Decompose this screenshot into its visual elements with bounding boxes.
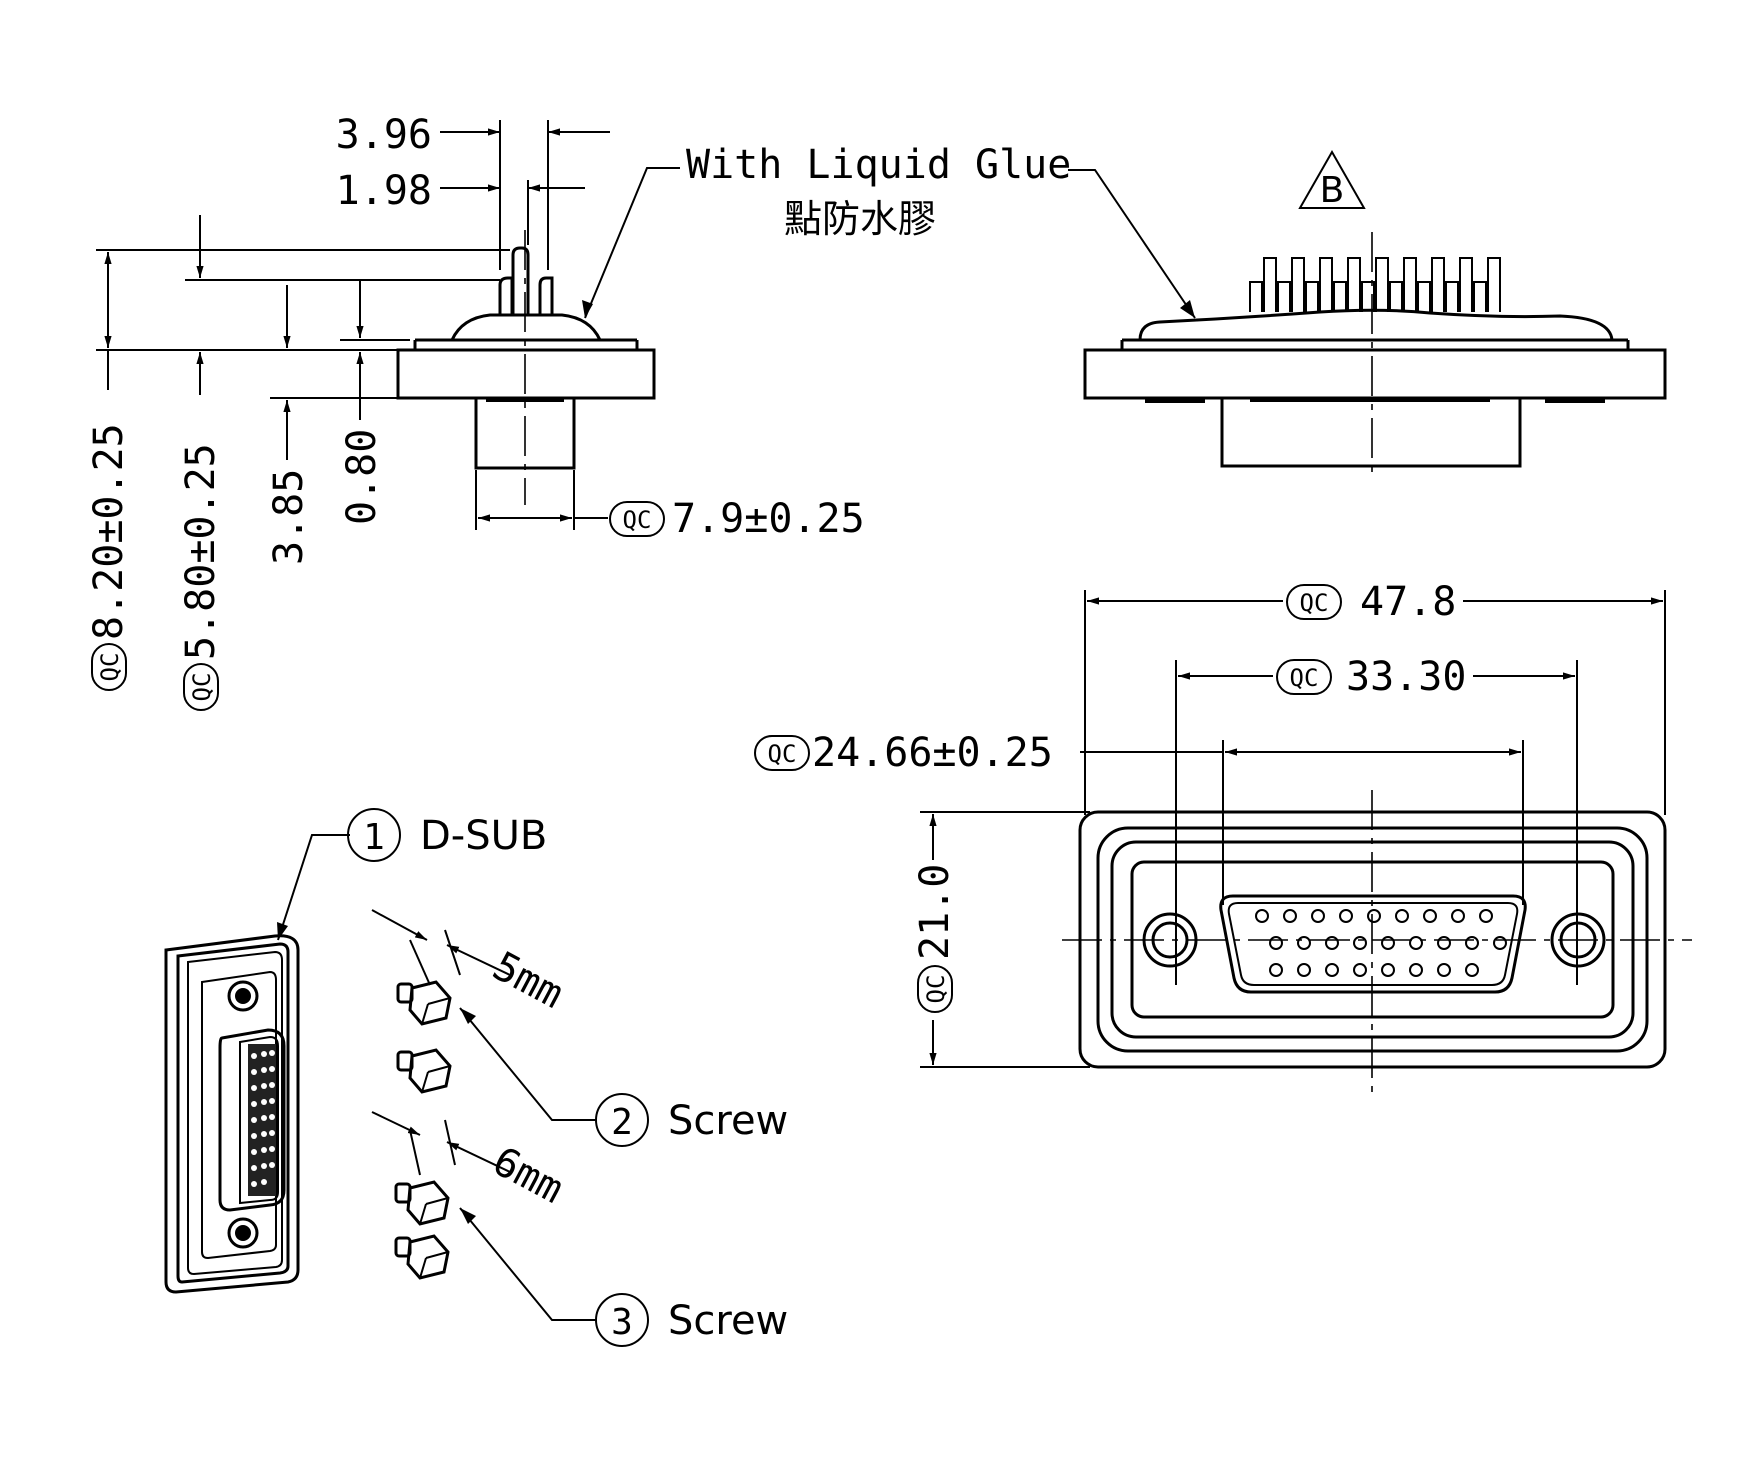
mount-hole-spacing-label: 33.30 [1346,654,1466,700]
glue-callout: With Liquid Glue 點防水膠 [582,142,1196,319]
part-2-name: Screw [668,1098,788,1144]
shell-opening-width-label: 24.66±0.25 [812,730,1053,776]
top-view [1083,232,1667,478]
screw-icon [396,980,452,1026]
shell-width-label: 7.9±0.25 [672,496,865,542]
pitch-outer-label: 3.96 [336,112,432,158]
qc-badge-24-66: QC [754,735,810,771]
overall-width-label: 47.8 [1360,579,1456,625]
part-3-name: Screw [668,1298,788,1344]
shell-depth-label: 3.85 [266,469,312,565]
part-2-callout: 2 Screw [459,1007,788,1147]
qc-tag-text: QC [1290,664,1319,692]
screw-5mm-group: 5mm [371,909,571,1094]
screw-icon [394,1180,450,1226]
screw-icon [394,1234,450,1280]
part-3-callout: 3 Screw [459,1207,788,1347]
qc-badge-21-0: QC [917,965,953,1013]
glue-label-en: With Liquid Glue [686,142,1071,188]
qc-badge-33-30: QC [1276,659,1332,695]
revision-mark: B [1320,170,1345,211]
qc-tag-text: QC [922,975,950,1004]
pitch-inner-label: 1.98 [336,168,432,214]
qc-badge-5-80: QC [183,663,219,711]
front-view: QC 47.8 QC 33.30 QC 24.66±0.25 QC [754,579,1692,1095]
part-2-number: 2 [611,1102,633,1143]
contact-grid [1255,909,1507,977]
part-1-name: D-SUB [420,813,547,859]
part-1-callout: 1 D-SUB [277,808,547,941]
screw-5mm-length: 5mm [485,943,570,1018]
qc-tag-text: QC [768,740,797,768]
screw-6mm-length: 6mm [485,1138,570,1213]
flange-thickness-label: 0.80 [339,429,385,525]
qc-tag-text: QC [188,673,216,702]
dsub-isometric [164,934,300,1294]
glue-label-zh: 點防水膠 [784,197,936,241]
qc-badge-47-8: QC [1286,584,1342,620]
pin-row-back [1263,257,1501,312]
side-view: 3.96 1.98 QC 8.20±0.25 QC 5.80±0.25 [86,112,865,711]
revision-triangle: B [1298,149,1366,211]
overall-height-label: 8.20±0.25 [86,423,132,640]
qc-tag-text: QC [1300,589,1329,617]
qc-badge-7-9: QC [609,501,665,537]
qc-badge-8-20: QC [91,643,127,691]
part-3-number: 3 [611,1302,633,1343]
overall-height-front-label: 21.0 [912,864,958,960]
screw-6mm-group: 6mm [371,1111,571,1280]
part-1-number: 1 [363,817,385,858]
qc-tag-text: QC [96,653,124,682]
screw-icon [396,1048,452,1094]
body-height-label: 5.80±0.25 [178,443,224,660]
pin-row-front [1249,281,1487,312]
qc-tag-text: QC [623,506,652,534]
